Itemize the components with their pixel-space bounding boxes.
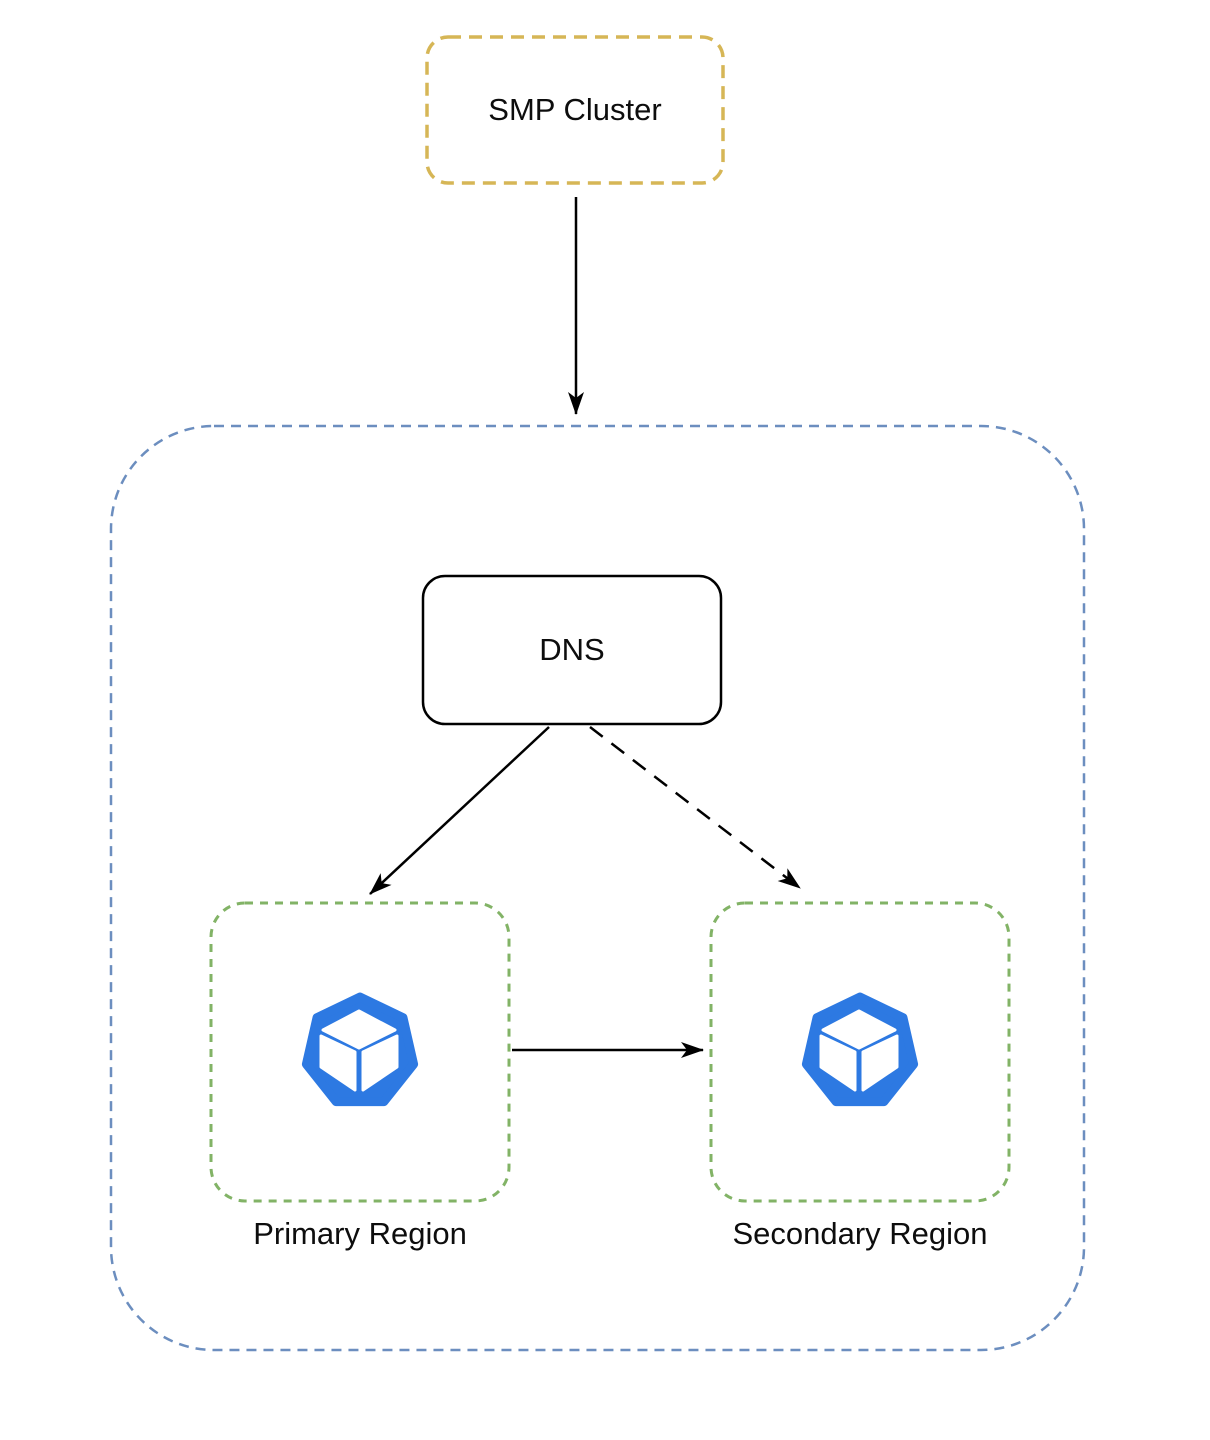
secondary-region-label: Secondary Region — [732, 1216, 988, 1252]
primary-region-box — [209, 901, 511, 1203]
edge-dns-to-secondary — [589, 726, 801, 889]
cluster-boundary-box — [109, 424, 1086, 1352]
primary-region-label: Primary Region — [253, 1216, 467, 1252]
thanos-cube-icon — [806, 997, 913, 1102]
thanos-cube-icon — [306, 997, 413, 1102]
dns-box — [421, 574, 723, 726]
smp-cluster-label: SMP Cluster — [488, 92, 662, 128]
secondary-region-box — [709, 901, 1011, 1203]
dns-label: DNS — [539, 632, 605, 668]
edge-dns-to-primary — [369, 726, 550, 895]
smp-cluster-box — [425, 35, 725, 185]
